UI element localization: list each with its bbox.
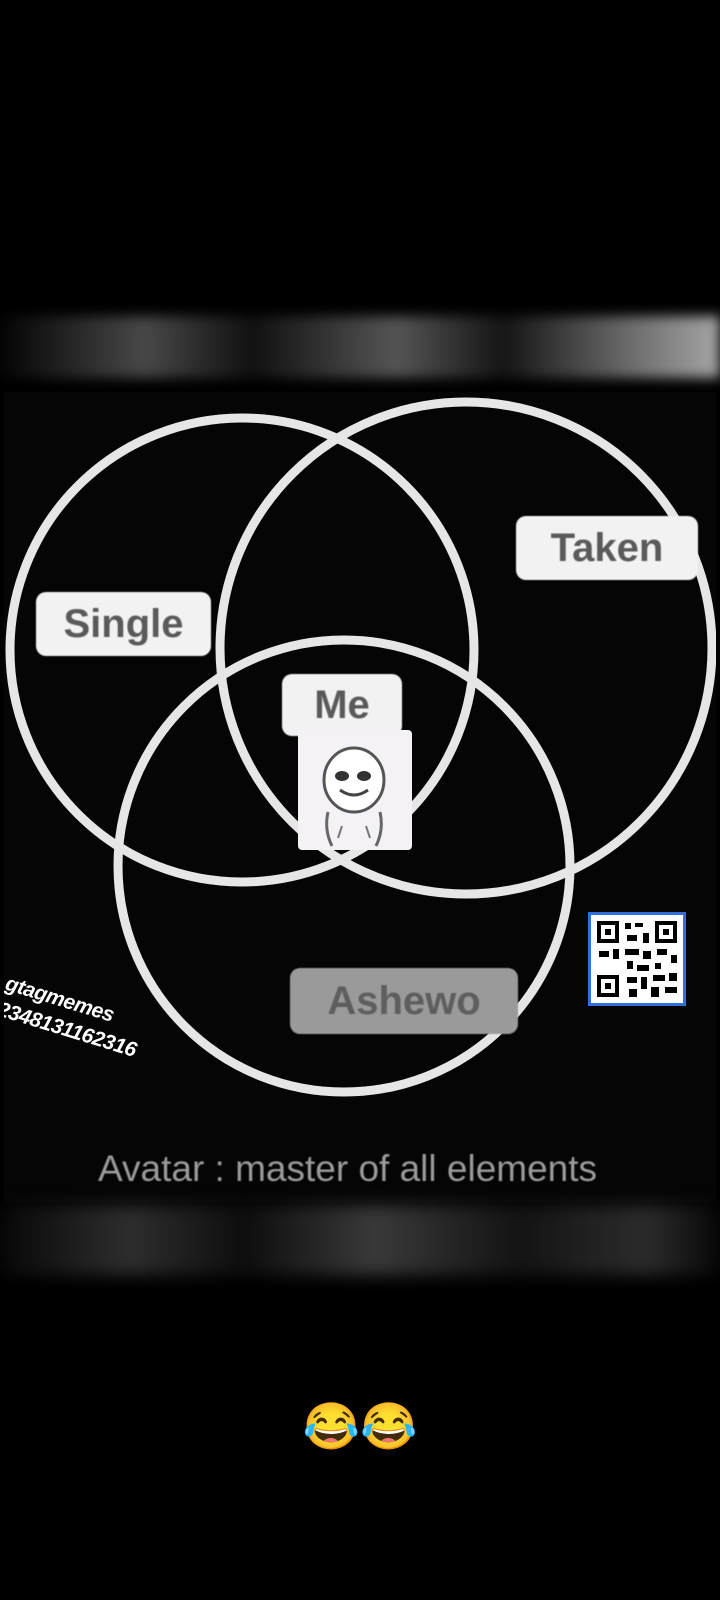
venn-diagram xyxy=(5,397,716,1097)
circle-taken xyxy=(215,397,716,899)
circle-ashewo xyxy=(113,635,575,1097)
meme-image[interactable]: Single Taken Me Ashewo gtagmemes 2348131… xyxy=(4,392,716,1202)
label-single: Single xyxy=(36,592,211,656)
laughing-emoji-caption: 😂😂 xyxy=(302,1400,418,1452)
label-ashewo: Ashewo xyxy=(290,968,518,1034)
circle-single xyxy=(5,413,479,887)
meme-caption: Avatar : master of all elements xyxy=(98,1148,598,1189)
cartoon-face-icon xyxy=(298,730,412,850)
label-taken: Taken xyxy=(516,516,698,580)
blurred-background-band-bottom xyxy=(0,1205,720,1275)
blurred-background-band-top xyxy=(0,316,720,378)
label-me: Me xyxy=(282,674,402,736)
qr-code-icon xyxy=(588,912,686,1006)
